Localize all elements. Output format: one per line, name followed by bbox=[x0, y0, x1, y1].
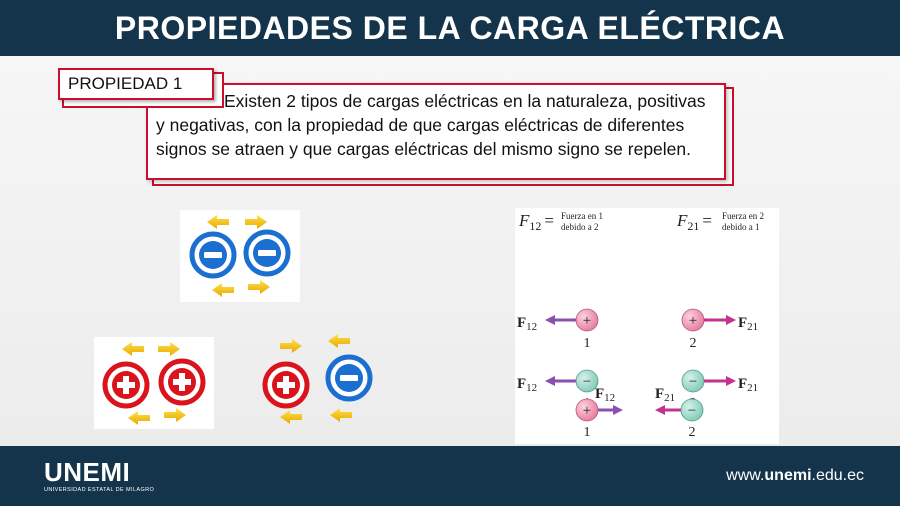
property-text: Existen 2 tipos de cargas eléctricas en … bbox=[156, 91, 706, 159]
image-opposite-attract bbox=[252, 328, 382, 434]
arrow-left-icon bbox=[212, 283, 234, 297]
row1-left-group: F12 + 1 bbox=[517, 308, 599, 351]
positive-charges-illustration bbox=[102, 342, 206, 425]
positive-charge-icon bbox=[262, 361, 310, 409]
negative-charge-icon bbox=[189, 231, 237, 279]
f12-label: F12= bbox=[518, 211, 554, 233]
sphere-sign: − bbox=[689, 374, 697, 390]
negative-charge-icon bbox=[325, 354, 373, 402]
property-tag: PROPIEDAD 1 bbox=[58, 68, 214, 100]
unemi-logo: UNEMI UNIVERSIDAD ESTATAL DE MILAGRO bbox=[44, 459, 154, 493]
row1-right-group: + F21 2 bbox=[681, 308, 758, 351]
arrow-right-icon bbox=[158, 342, 180, 356]
slide-content: Existen 2 tipos de cargas eléctricas en … bbox=[0, 56, 900, 446]
sphere-sign: + bbox=[583, 313, 591, 329]
url-suffix: .edu.ec bbox=[811, 467, 864, 484]
force-diagram-svg: F12= Fuerza en 1 debido a 2 F21= Fuerza … bbox=[517, 211, 764, 440]
website-url[interactable]: www.unemi.edu.ec bbox=[726, 467, 864, 485]
negative-sphere-icon bbox=[575, 369, 599, 393]
header-bar: PROPIEDADES DE LA CARGA ELÉCTRICA bbox=[0, 0, 900, 56]
vector-f12-label: F12 bbox=[517, 376, 537, 394]
negative-charge-icon bbox=[243, 229, 291, 277]
charge-number-1: 1 bbox=[584, 425, 591, 440]
url-domain: unemi bbox=[764, 467, 812, 484]
arrow-left-icon bbox=[330, 408, 352, 422]
charge-number-2: 2 bbox=[689, 425, 696, 440]
positive-charge-icon bbox=[102, 361, 150, 409]
slide-title: PROPIEDADES DE LA CARGA ELÉCTRICA bbox=[114, 9, 786, 46]
vector-f21-label: F21 bbox=[738, 315, 758, 333]
arrow-right-icon bbox=[164, 408, 186, 422]
vector-f12-label: F12 bbox=[595, 386, 615, 404]
vector-f21-label: F21 bbox=[738, 376, 758, 394]
f21-desc-1: Fuerza en 2 bbox=[722, 211, 764, 221]
charge-number-1: 1 bbox=[584, 336, 591, 351]
arrow-left-icon bbox=[280, 410, 302, 424]
property-box: Existen 2 tipos de cargas eléctricas en … bbox=[146, 83, 726, 180]
arrow-left-icon bbox=[122, 342, 144, 356]
url-prefix: www. bbox=[726, 467, 765, 484]
opposite-charges-illustration bbox=[262, 334, 373, 424]
sphere-sign: + bbox=[689, 313, 697, 329]
footer-bar: UNEMI UNIVERSIDAD ESTATAL DE MILAGRO www… bbox=[0, 446, 900, 506]
force-arrowhead-right-icon bbox=[613, 405, 623, 415]
f21-label: F21= bbox=[676, 211, 712, 233]
force-diagram: F12= Fuerza en 1 debido a 2 F21= Fuerza … bbox=[515, 208, 779, 444]
force-arrowhead-left-icon bbox=[545, 376, 555, 386]
force-arrowhead-left-icon bbox=[655, 405, 665, 415]
arrow-left-icon bbox=[328, 334, 350, 348]
row3-attract-group: F12 + 1 F21 − 2 bbox=[575, 386, 704, 440]
logo-text: UNEMI bbox=[44, 457, 131, 487]
vector-f12-label: F12 bbox=[517, 315, 537, 333]
f21-desc-2: debido a 1 bbox=[722, 222, 760, 232]
force-arrowhead-left-icon bbox=[545, 315, 555, 325]
arrow-right-icon bbox=[280, 339, 302, 353]
image-negative-repel bbox=[180, 210, 300, 302]
sphere-sign: + bbox=[583, 403, 591, 419]
sphere-sign: − bbox=[583, 374, 591, 390]
negative-sphere-icon bbox=[680, 398, 704, 422]
positive-sphere-icon bbox=[575, 308, 599, 332]
image-positive-repel bbox=[94, 337, 214, 429]
force-arrowhead-right-icon bbox=[726, 376, 736, 386]
arrow-right-icon bbox=[248, 280, 270, 294]
logo-subtitle: UNIVERSIDAD ESTATAL DE MILAGRO bbox=[44, 487, 155, 493]
arrow-left-icon bbox=[207, 215, 229, 229]
negative-charges-illustration bbox=[189, 215, 291, 297]
arrow-right-icon bbox=[245, 215, 267, 229]
f12-desc-1: Fuerza en 1 bbox=[561, 211, 603, 221]
sphere-sign: − bbox=[688, 403, 696, 419]
force-arrowhead-right-icon bbox=[726, 315, 736, 325]
f12-desc-2: debido a 2 bbox=[561, 222, 599, 232]
vector-f21-label: F21 bbox=[655, 386, 675, 404]
charge-number-2: 2 bbox=[690, 336, 697, 351]
positive-charge-icon bbox=[158, 358, 206, 406]
arrow-left-icon bbox=[128, 411, 150, 425]
